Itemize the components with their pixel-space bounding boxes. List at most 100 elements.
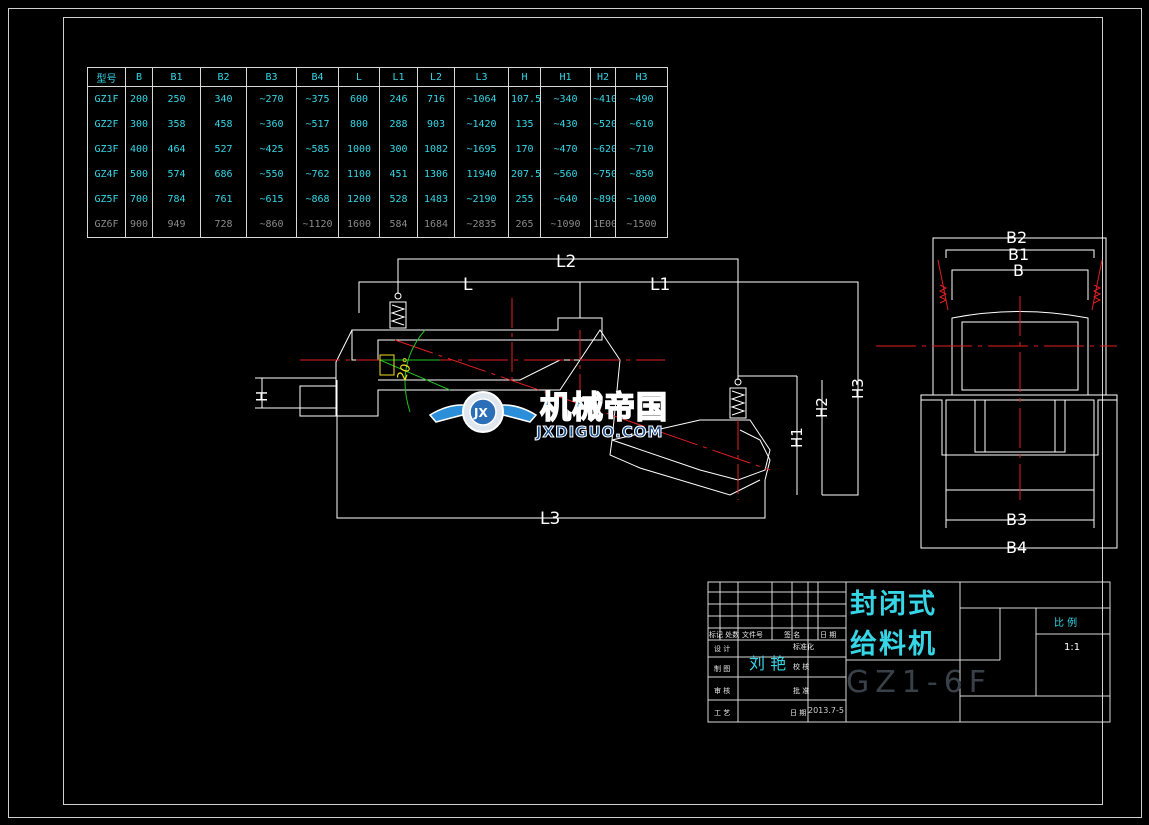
feeder-chute-body: [335, 329, 771, 481]
spec-cell: 584: [379, 212, 418, 238]
spec-cell: 135: [508, 112, 541, 137]
design-date: 2013.7-5: [808, 706, 844, 715]
spec-cell: 686: [200, 162, 247, 187]
dim-label-b: B: [1013, 261, 1024, 280]
spec-header-cell: 型号: [87, 67, 126, 87]
spec-cell: ~375: [296, 86, 339, 112]
spec-cell: GZ4F: [87, 162, 126, 187]
spring-left: [389, 301, 407, 329]
spec-cell: 1E00: [590, 212, 616, 238]
spec-cell: ~710: [615, 137, 668, 162]
angle-highlight: [379, 354, 395, 376]
feeder-arc: [739, 429, 771, 481]
spring-rod-right: [1091, 259, 1103, 311]
spec-cell: ~610: [615, 112, 668, 137]
spec-header-cell: H3: [615, 67, 668, 87]
spec-cell: 784: [152, 187, 201, 212]
spec-header-cell: L3: [454, 67, 509, 87]
tb-label-design: 设 计: [714, 645, 731, 653]
dim-label-b2: B2: [1006, 228, 1027, 247]
spec-cell: 246: [379, 86, 418, 112]
dim-label-l2: L2: [556, 252, 576, 272]
tb-label-process: 工 艺: [714, 709, 731, 717]
spring-right-hook: [734, 378, 742, 386]
designer-name: 刘 艳: [749, 654, 787, 673]
spec-cell: 949: [152, 212, 201, 238]
spec-header-cell: B4: [296, 67, 339, 87]
spec-cell: 11940: [454, 162, 509, 187]
title-line1: 封闭式: [850, 589, 937, 620]
spec-header-cell: H: [508, 67, 541, 87]
spring-right: [729, 387, 747, 419]
dim-l2-line: [397, 258, 739, 380]
dim-label-l1: L1: [650, 275, 670, 295]
dim-label-l: L: [463, 275, 473, 295]
inner-drawing-border: [63, 17, 1103, 805]
centerline-inclined: [394, 339, 771, 471]
spec-cell: ~1420: [454, 112, 509, 137]
watermark-badge: JX: [473, 406, 488, 420]
spec-cell: ~1000: [615, 187, 668, 212]
tb-label-date: 日 期: [820, 631, 837, 639]
spec-cell: 700: [125, 187, 153, 212]
spec-cell: ~1500: [615, 212, 668, 238]
spec-cell: 170: [508, 137, 541, 162]
spec-cell: GZ3F: [87, 137, 126, 162]
spec-cell: ~762: [296, 162, 339, 187]
tb-label-approve: 批 准: [793, 687, 810, 695]
tb-label-draw: 制 图: [714, 665, 731, 673]
tb-label-sign: 签 名: [784, 631, 801, 639]
spec-cell: ~270: [246, 86, 297, 112]
spec-cell: ~640: [540, 187, 591, 212]
dim-label-h3: H3: [849, 378, 867, 399]
spec-cell: ~750: [590, 162, 616, 187]
dim-label-h: H: [253, 391, 271, 402]
spec-cell: ~410: [590, 86, 616, 112]
spec-cell: 1684: [417, 212, 455, 238]
spec-cell: 265: [508, 212, 541, 238]
watermark-cn: 机械帝国: [539, 389, 668, 427]
spec-cell: ~585: [296, 137, 339, 162]
spec-cell: 207.5: [508, 162, 541, 187]
dim-l-l1-frame: [358, 281, 859, 496]
spec-cell: GZ2F: [87, 112, 126, 137]
dim-label-b3: B3: [1006, 510, 1027, 529]
dim-label-h1: H1: [788, 427, 806, 448]
spec-cell: 761: [200, 187, 247, 212]
spec-cell: GZ6F: [87, 212, 126, 238]
feeder-trough: [299, 385, 336, 417]
spec-cell: ~890: [590, 187, 616, 212]
spec-cell: ~517: [296, 112, 339, 137]
spec-header-cell: H2: [590, 67, 616, 87]
spec-header-cell: L1: [379, 67, 418, 87]
spec-cell: 1100: [338, 162, 380, 187]
spec-cell: 500: [125, 162, 153, 187]
gear-wings-icon: JX: [428, 391, 538, 433]
end-view-b2-frame: [932, 237, 1107, 395]
spec-cell: 1200: [338, 187, 380, 212]
spec-cell: ~1120: [296, 212, 339, 238]
spec-cell: 255: [508, 187, 541, 212]
spec-cell: 1600: [338, 212, 380, 238]
dim-label-h2: H2: [813, 397, 831, 418]
spec-cell: 900: [125, 212, 153, 238]
end-spring-right: [1092, 284, 1102, 304]
scale-label: 比 例: [1054, 618, 1078, 629]
spec-header-cell: H1: [540, 67, 591, 87]
spec-cell: ~470: [540, 137, 591, 162]
spec-cell: 1483: [417, 187, 455, 212]
spec-cell: ~425: [246, 137, 297, 162]
title-block-outline: [707, 581, 1111, 723]
spec-cell: ~1090: [540, 212, 591, 238]
spec-cell: ~868: [296, 187, 339, 212]
spec-cell: 288: [379, 112, 418, 137]
outer-sheet-border: [8, 8, 1142, 818]
spec-header-cell: L: [338, 67, 380, 87]
